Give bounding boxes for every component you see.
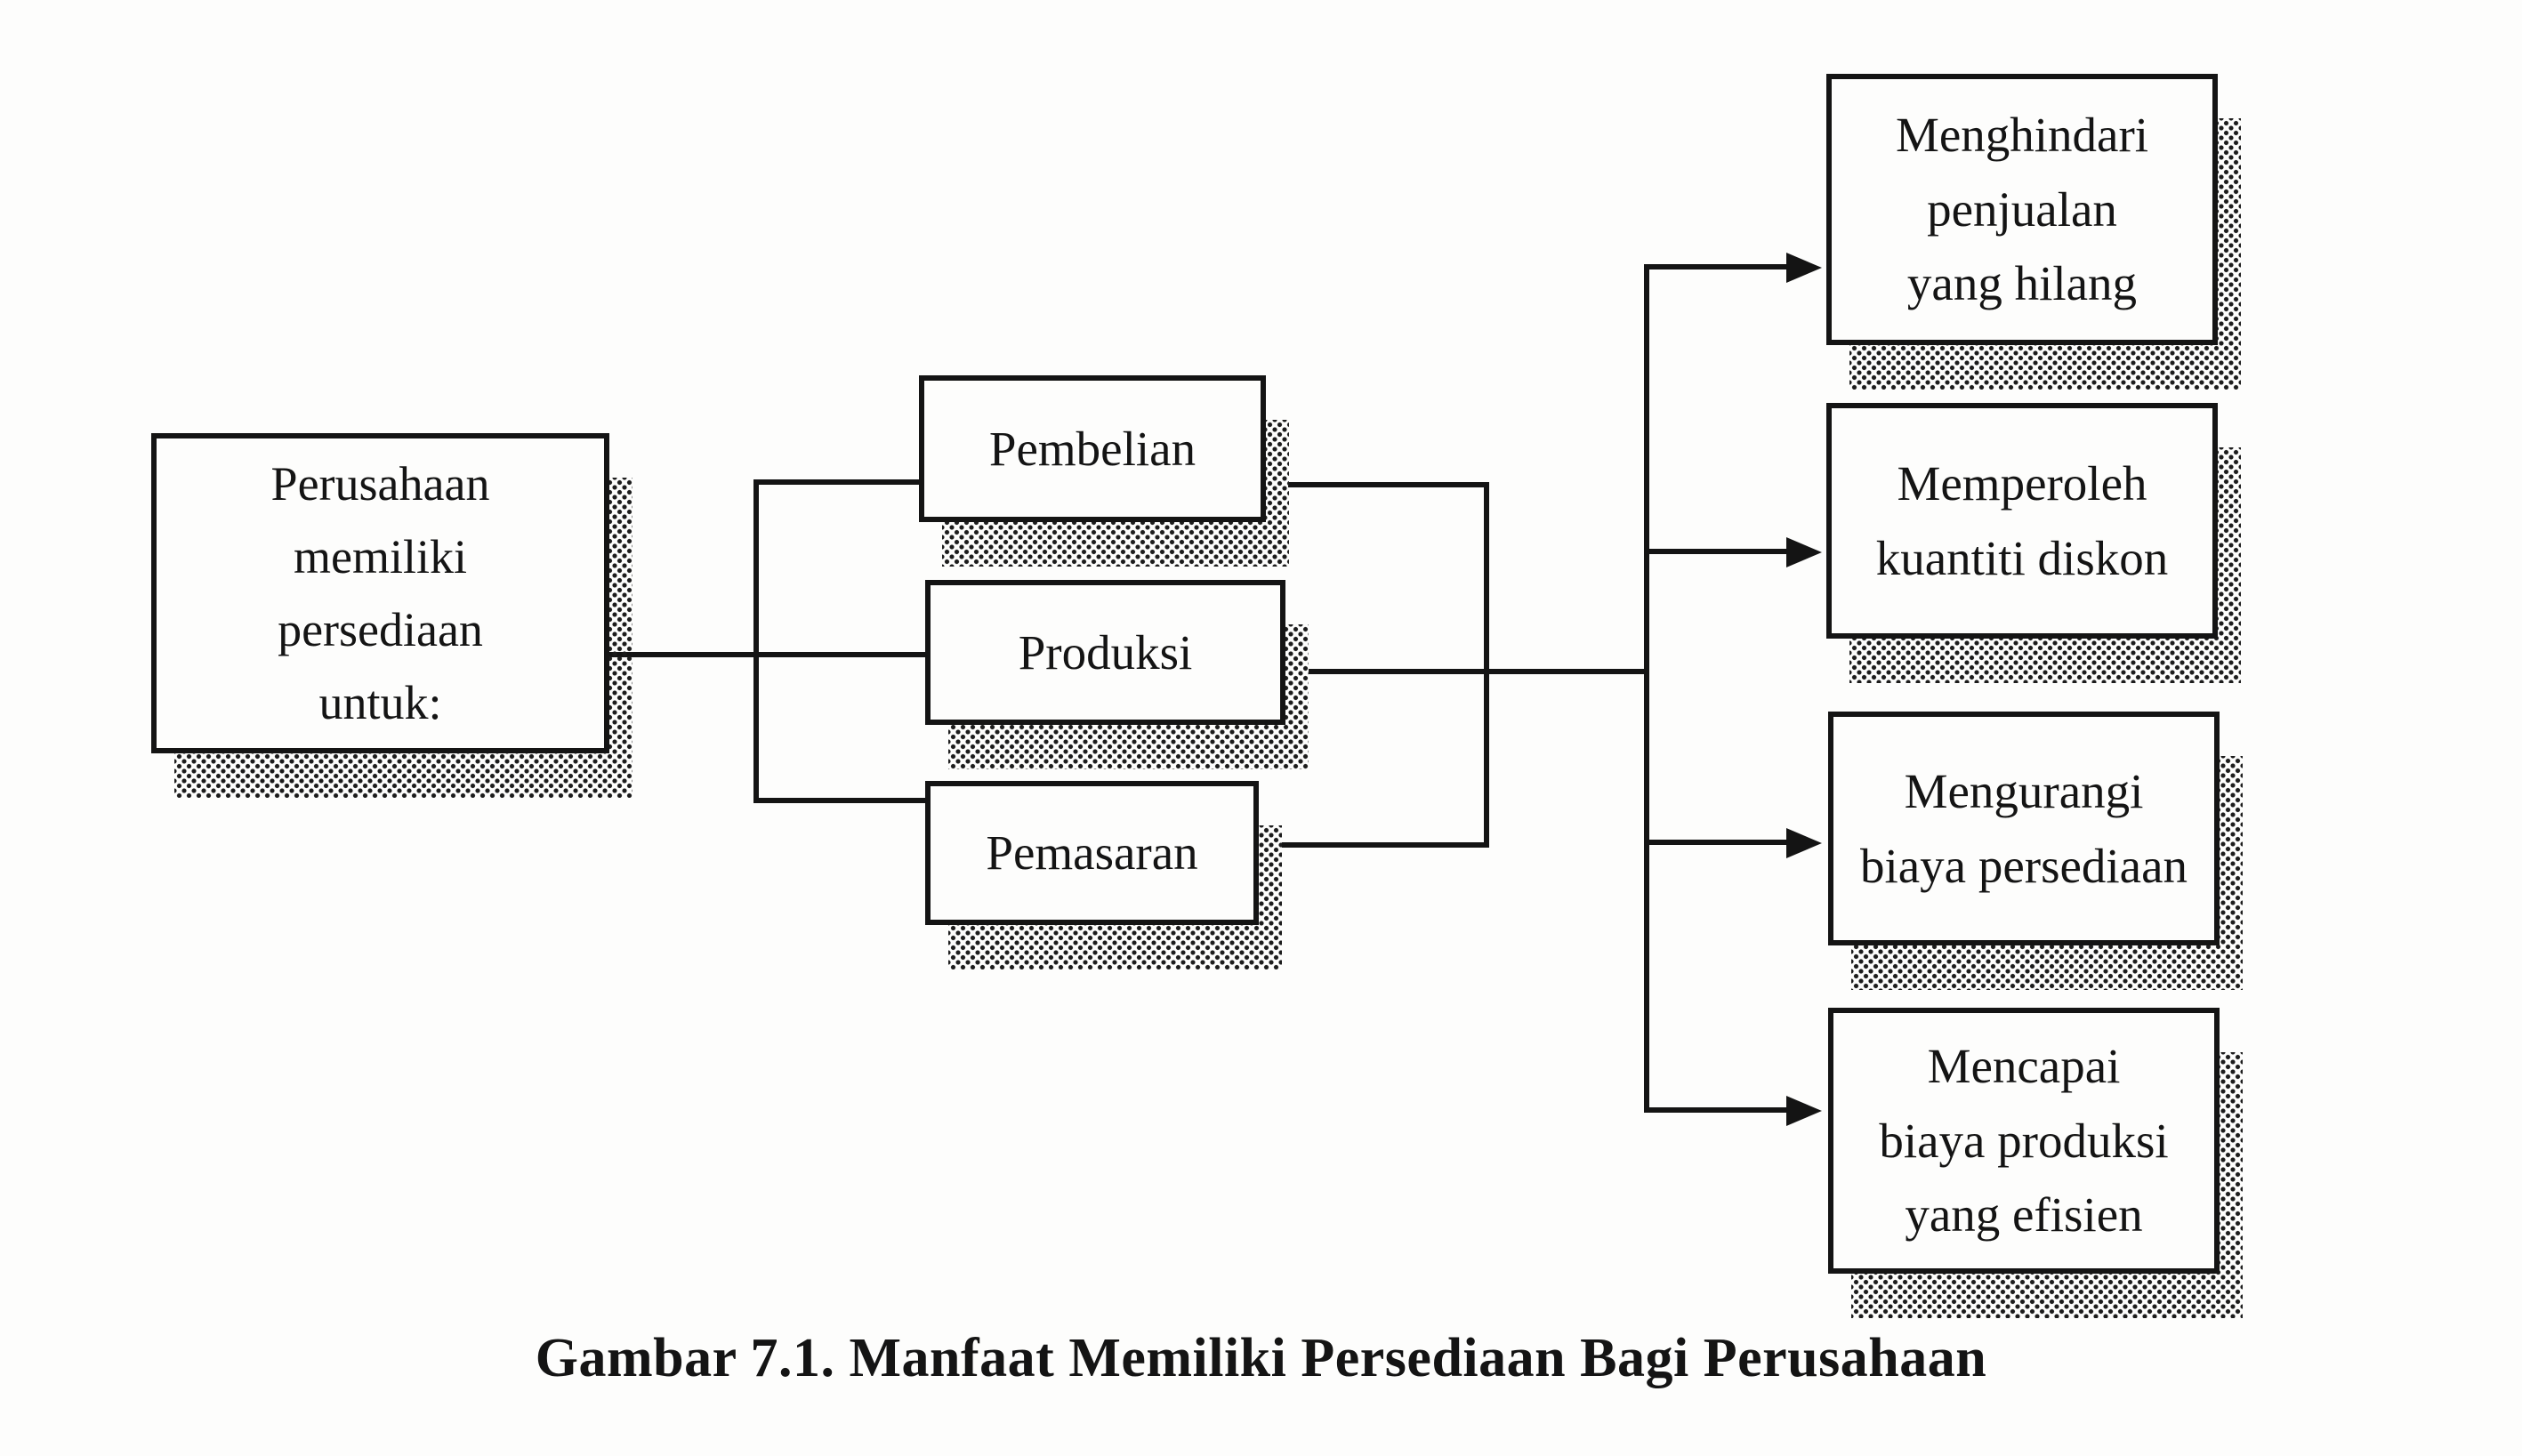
- box-perusahaan: Perusahaan memiliki persediaan untuk:: [151, 433, 633, 798]
- box-produksi: Produksi: [925, 580, 1309, 769]
- connector-left-bracket: [753, 479, 759, 803]
- box-pemasaran: Pemasaran: [925, 781, 1282, 969]
- connector-spine: [1644, 264, 1649, 1113]
- box-mengurangi-label: Mengurangi biaya persediaan: [1859, 763, 2188, 893]
- connector-arrow-line-1: [1647, 264, 1789, 269]
- arrow-right-icon: [1786, 253, 1822, 283]
- arrow-right-icon: [1786, 537, 1822, 567]
- connector-arrow-line-2: [1647, 549, 1789, 554]
- box-perusahaan-label: Perusahaan memiliki persediaan untuk:: [270, 456, 490, 730]
- arrow-right-icon: [1786, 1096, 1822, 1126]
- connector-arrow-line-3: [1647, 840, 1789, 845]
- box-memperoleh-label: Memperoleh kuantiti diskon: [1875, 455, 2169, 585]
- arrow-right-icon: [1786, 828, 1822, 858]
- connector-produksi-out: [1309, 669, 1647, 674]
- box-pemasaran-label: Pemasaran: [986, 825, 1198, 881]
- connector-merge-bracket: [1484, 482, 1489, 848]
- connector-pemasaran-out: [1282, 842, 1489, 848]
- box-produksi-label: Produksi: [1018, 624, 1193, 680]
- box-mencapai-label: Mencapai biaya produksi yang efisien: [1879, 1039, 2169, 1243]
- box-mengurangi-biaya: Mengurangi biaya persediaan: [1828, 712, 2243, 990]
- connector-arrow-line-4: [1647, 1107, 1789, 1113]
- box-mencapai-biaya: Mencapai biaya produksi yang efisien: [1828, 1008, 2243, 1318]
- box-menghindari-label: Menghindari penjualan yang hilang: [1895, 108, 2149, 311]
- box-pembelian: Pembelian: [919, 375, 1289, 567]
- connector-root-feed-line: [605, 652, 925, 657]
- box-menghindari-penjualan: Menghindari penjualan yang hilang: [1826, 74, 2241, 390]
- connector-stub-pemasaran-in: [753, 798, 925, 803]
- figure-caption: Gambar 7.1. Manfaat Memiliki Persediaan …: [535, 1328, 1987, 1388]
- connector-stub-pembelian-in: [753, 479, 919, 485]
- box-pembelian-label: Pembelian: [988, 421, 1197, 476]
- connector-pembelian-out: [1288, 482, 1489, 487]
- box-memperoleh-diskon: Memperoleh kuantiti diskon: [1826, 403, 2241, 683]
